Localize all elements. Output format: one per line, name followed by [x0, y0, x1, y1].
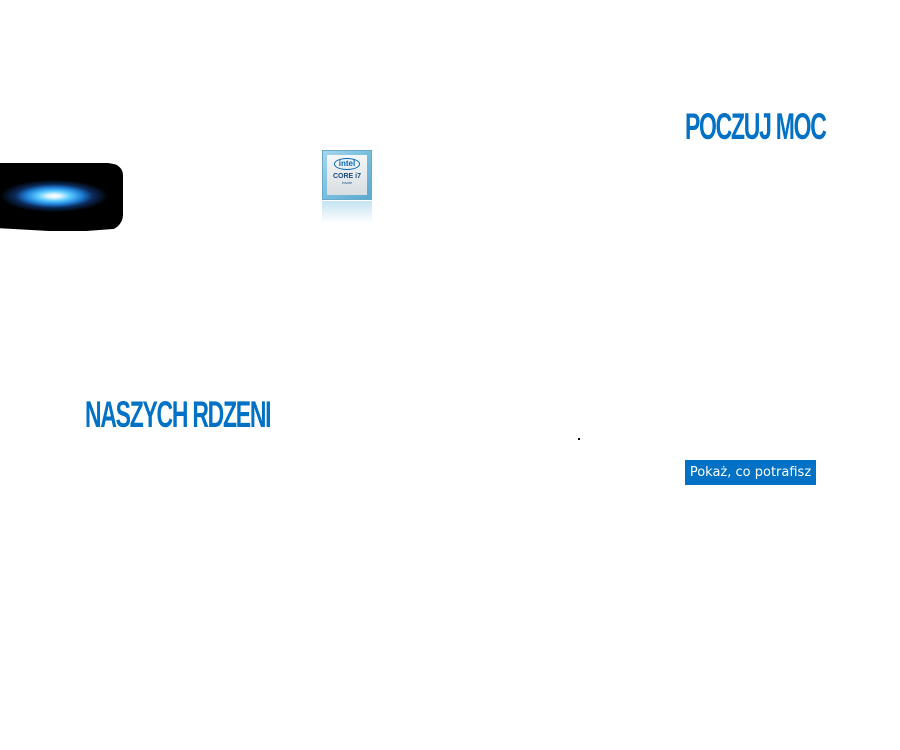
badge-reflection	[322, 201, 372, 223]
headline-top: POCZUJ MOC	[685, 106, 827, 147]
intel-logo: intel	[333, 158, 361, 170]
intel-core-i7-badge: intel CORE i7 inside	[322, 150, 374, 224]
badge-inner: intel CORE i7 inside	[327, 155, 367, 195]
headline-bottom: NASZYCH RDZENI	[85, 394, 272, 435]
stray-dot	[578, 438, 580, 440]
glow-core	[0, 167, 108, 225]
light-glow-graphic	[0, 163, 123, 231]
badge-inside: inside	[341, 180, 353, 185]
show-what-you-can-button[interactable]: Pokaż, co potrafisz	[685, 460, 816, 485]
badge-frame: intel CORE i7 inside	[322, 150, 372, 200]
badge-product: CORE i7	[332, 173, 361, 180]
